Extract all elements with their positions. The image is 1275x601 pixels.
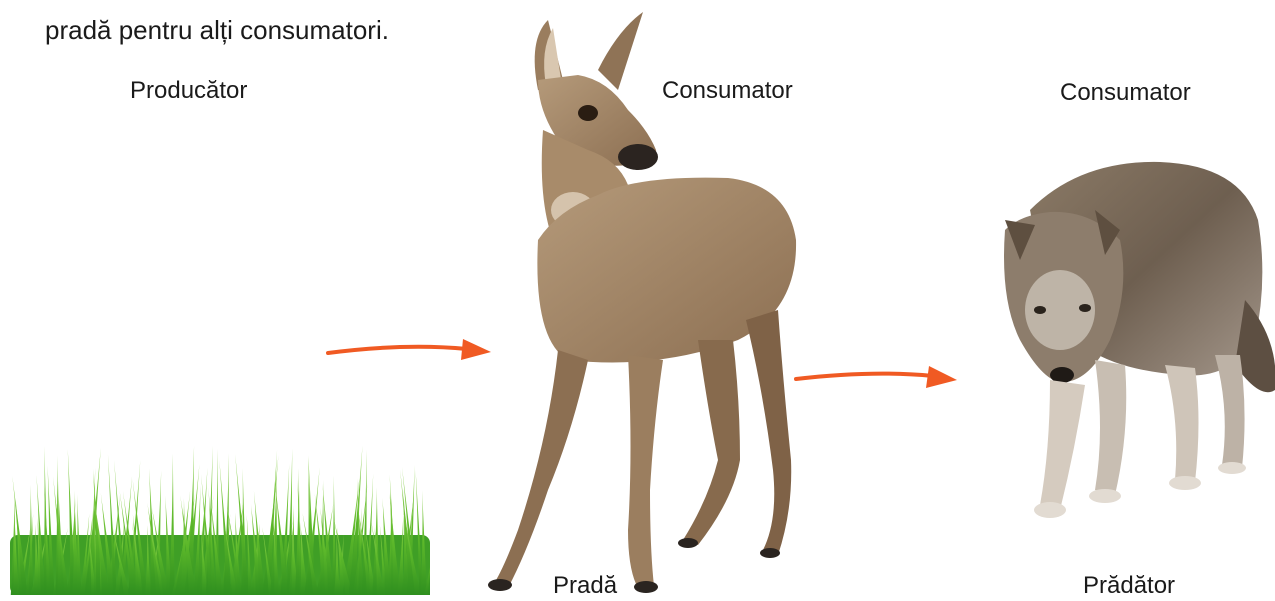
predator-label: Prădător — [1083, 571, 1175, 601]
producer-label: Producător — [130, 76, 247, 106]
wolf-consumer-label: Consumator — [1060, 78, 1191, 108]
grass-illustration — [10, 440, 430, 595]
roe-deer-photo — [478, 10, 808, 595]
flow-arrow-producer-to-deer — [325, 335, 495, 365]
wolf-photo — [990, 150, 1275, 535]
flow-arrow-deer-to-wolf — [793, 362, 963, 392]
intro-text: pradă pentru alți consumatori. — [45, 14, 389, 46]
